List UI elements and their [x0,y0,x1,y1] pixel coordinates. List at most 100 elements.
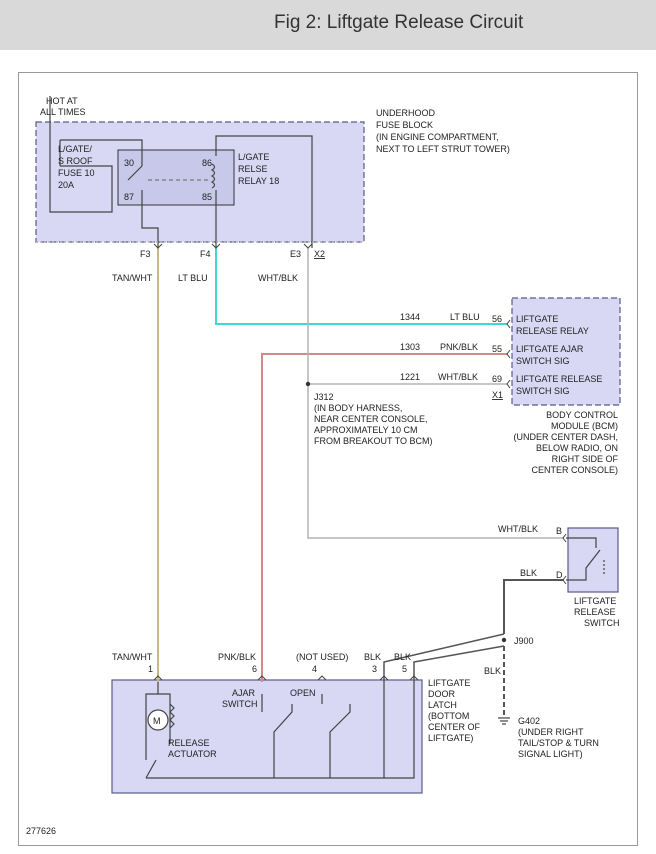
bcm-description: BELOW RADIO, ON [536,443,618,453]
latch-pin: 5 [402,664,407,674]
bcm-description: CENTER CONSOLE) [531,465,618,475]
release-actuator-label: ACTUATOR [168,749,217,759]
g402-label: (UNDER RIGHT [518,727,584,737]
wire-label: WHT/BLK [498,524,538,534]
release-switch-label: LIFTGATE [574,596,616,606]
g402-label: SIGNAL LIGHT) [518,749,583,759]
wire-label: BLK [394,652,411,662]
hot-label: HOT AT [46,96,78,106]
diagram-frame [18,72,638,846]
motor-symbol [147,709,169,731]
j312-label: FROM BREAKOUT TO BCM) [314,436,433,446]
bcm-connector: X1 [492,390,503,400]
wire-label: PNK/BLK [440,342,478,352]
open-label: OPEN [290,688,316,698]
fuse-label: 20A [58,180,74,190]
release-switch-contacts [566,537,605,581]
j900-label: J900 [514,636,534,646]
release-actuator-label: RELEASE [168,738,210,748]
bcm-box-label: RELEASE RELAY [516,326,589,336]
motor-label: M [153,716,161,726]
wire-label: BLK [484,666,501,676]
circuit-number: 1303 [400,342,420,352]
g402-label: TAIL/STOP & TURN [518,738,599,748]
bcm-box [511,297,621,406]
bcm-pin: 69 [492,374,502,384]
connector-label: F3 [140,249,151,259]
fuse-label: L/GATE/ [58,144,92,154]
wire-label: BLK [364,652,381,662]
fuse-label: S ROOF [58,156,93,166]
hot-label: ALL TIMES [40,107,86,117]
g402-label: G402 [518,716,540,726]
connector-label: X2 [314,249,325,259]
wire-label: PNK/BLK [218,652,256,662]
relay-box [117,149,235,206]
connector-label: F4 [200,249,211,259]
bcm-description: RIGHT SIDE OF [552,454,619,464]
bcm-description: (UNDER CENTER DASH, [513,432,618,442]
relay-pin-label: 87 [124,192,134,202]
relay-pin-label: 30 [124,158,134,168]
figure-id: 277626 [26,826,56,836]
fuse-label: FUSE 10 [58,168,95,178]
wire-label: TAN/WHT [112,273,153,283]
bcm-box-label: SWITCH SIG [516,386,570,396]
relay-pin-label: 86 [202,158,212,168]
door-latch-label: LIFTGATE) [428,733,473,743]
j312-label: APPROXIMATELY 10 CM [314,425,418,435]
door-latch-label: LATCH [428,700,457,710]
j312-label: (IN BODY HARNESS, [314,403,402,413]
bcm-box-label: LIFTGATE RELEASE [516,374,602,384]
fuse-block-wiring [36,96,364,248]
relay-label: RELAY 18 [238,176,279,186]
bcm-box-label: LIFTGATE [516,314,558,324]
ajar-switch-label: AJAR [232,688,256,698]
release-switch-label: RELEASE [574,607,616,617]
j312-splice [305,381,311,387]
latch-pin: 4 [312,664,317,674]
wire-lt-blu [215,248,508,325]
door-latch-internals [145,682,415,779]
relay-label: RELSE [238,164,268,174]
wire-label: LT BLU [450,312,480,322]
fuse-block-label: UNDERHOOD [376,108,436,118]
wire-label: LT BLU [178,273,208,283]
title-bar: Fig 2: Liftgate Release Circuit [0,0,656,50]
bcm-box-label: LIFTGATE AJAR [516,344,584,354]
fuse-block-label: NEXT TO LEFT STRUT TOWER) [376,144,510,154]
wire-wht-blk-main [307,248,564,539]
connector-ticks [153,243,567,681]
wire-blk-switch [503,579,564,634]
switch-pin: B [556,526,562,536]
relay-pin-label: 85 [202,192,212,202]
latch-pin: 1 [148,664,153,674]
door-latch-label: CENTER OF [428,722,481,732]
bcm-pin: 56 [492,314,502,324]
page-title: Fig 2: Liftgate Release Circuit [274,12,524,33]
j900-splice [501,637,507,643]
door-latch-box [111,679,423,794]
release-switch-box [567,527,619,593]
fuse-block-label: FUSE BLOCK [376,120,433,130]
j312-label: J312 [314,392,334,402]
wire-label: TAN/WHT [112,652,153,662]
door-latch-label: DOOR [428,689,456,699]
bcm-box-label: SWITCH SIG [516,356,570,366]
circuit-number: 1221 [400,372,420,382]
wire-label: WHT/BLK [258,273,298,283]
door-latch-label: LIFTGATE [428,678,470,688]
fuse-block-label: (IN ENGINE COMPARTMENT, [376,132,499,142]
relay-label: L/GATE [238,152,269,162]
wire-label: BLK [520,568,537,578]
bcm-pin: 55 [492,344,502,354]
ground-symbol [498,717,510,725]
bcm-description: MODULE (BCM) [551,421,618,431]
circuit-number: 1344 [400,312,420,322]
bcm-description: BODY CONTROL [546,410,618,420]
door-latch-label: (BOTTOM [428,711,469,721]
wire-pnk-blk [261,353,508,682]
connector-label: E3 [290,249,301,259]
j312-label: NEAR CENTER CONSOLE, [314,414,428,424]
